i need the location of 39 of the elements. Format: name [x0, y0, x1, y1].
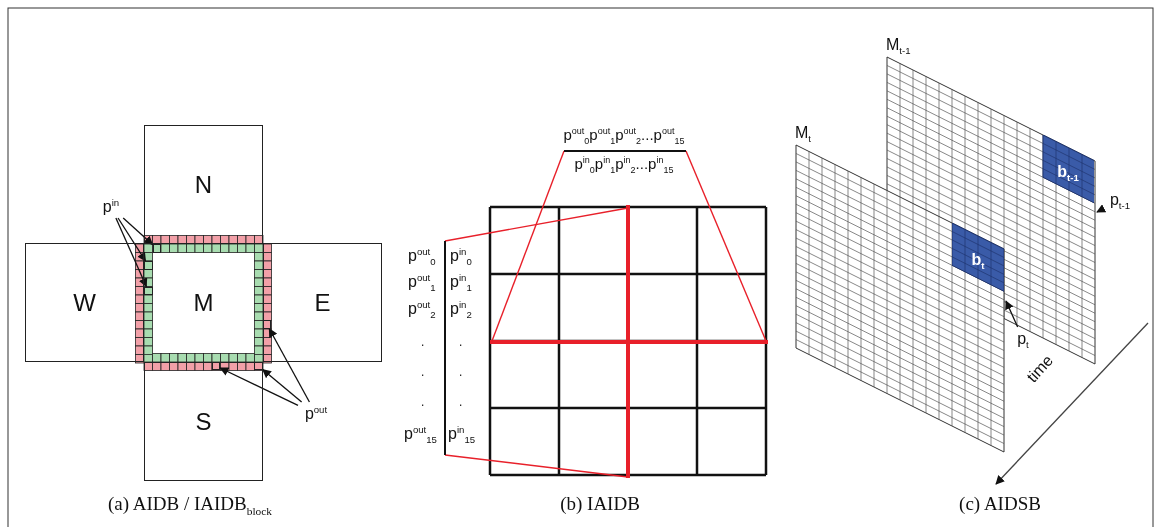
leader-arrow: [1005, 300, 1019, 328]
axis-label: time: [1023, 351, 1057, 386]
ellipsis-dot: .: [421, 396, 425, 410]
ellipsis-dot: .: [459, 396, 463, 410]
ellipsis-dot: .: [459, 366, 463, 380]
neighbor-block: [263, 243, 382, 362]
leader-arrow: [1096, 204, 1107, 213]
leader-arrow: [117, 217, 147, 262]
ellipsis-dot: .: [421, 336, 425, 350]
pixel-label: p$_{t-1}$: [1100, 188, 1140, 212]
pixel-label: p$^{out}$: [298, 402, 334, 426]
pixel-label: p$^{in}$: [98, 196, 124, 218]
caption: (c) AIDSB: [959, 494, 1041, 515]
pixel-label: p$_{t}$: [1012, 327, 1034, 351]
ellipsis-dot: .: [459, 336, 463, 350]
neighbor-block: [25, 243, 144, 362]
leader-arrow: [268, 327, 311, 403]
leader-arrow: [115, 217, 148, 288]
leader-arrow: [219, 367, 299, 406]
pixel-cell: [211, 361, 221, 371]
pixel-cell: [144, 261, 153, 270]
block-patch: b$_{t}$: [952, 223, 1004, 297]
pixel-cell: [262, 320, 272, 329]
ellipsis-dot: .: [421, 366, 425, 380]
pixel-cell: [152, 244, 161, 253]
block-patch: b$_{t-1}$: [1042, 135, 1094, 209]
leader-arrow: [262, 368, 303, 403]
leader-arrow: [122, 217, 154, 246]
block-letter: E: [314, 288, 331, 317]
block-letter: M: [193, 289, 214, 317]
caption: (b) IAIDB: [560, 494, 640, 515]
neighbor-block: [144, 125, 263, 244]
pixel-cell: [144, 286, 153, 295]
neighbor-block: [144, 362, 263, 481]
caption: (a) AIDB / IAIDB$_{block}$: [107, 494, 273, 515]
pixel-cell: [254, 361, 263, 371]
block-letter: N: [194, 170, 213, 199]
block-letter: W: [73, 288, 96, 317]
block-letter: S: [195, 407, 212, 436]
